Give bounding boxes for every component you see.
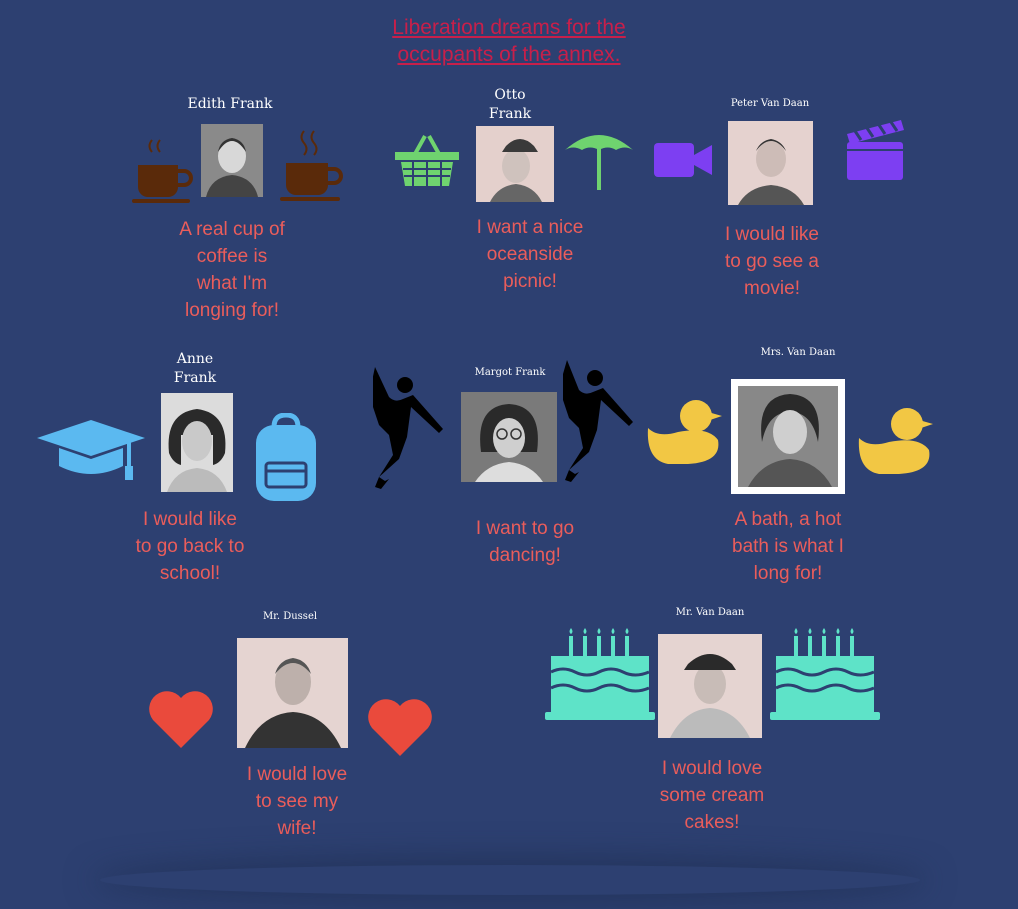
backpack-icon [254,413,318,501]
heart-icon [367,698,433,756]
mrs-van-daan-name: Mrs. Van Daan [760,347,836,358]
coffee-cup-icon [280,128,344,203]
mr-van-daan-name: Mr. Van Daan [675,607,745,618]
dussel-name: Mr. Dussel [262,611,318,622]
margot-caption: I want to go dancing! [475,518,575,566]
title-line-2: occupants of the annex. [397,43,621,66]
dancer-icon [563,358,637,484]
anne-name: Anne Frank [173,351,217,386]
mrs-van-daan-photo [731,379,845,494]
edith-name: Edith Frank [187,96,273,112]
edith-frank-photo [201,124,263,197]
beach-umbrella-icon [563,130,635,190]
anne-frank-photo [161,393,233,492]
birthday-cake-icon [545,628,655,720]
dancer-icon [373,363,447,490]
graduation-cap-icon [37,420,145,482]
peter-name: Peter Van Daan [730,98,810,109]
dussel-caption: I would love to see my wife! [246,764,348,839]
peter-caption: I would like to go see a movie! [724,224,820,299]
mrs-van-daan-caption: A bath, a hot bath is what I long for! [732,509,844,584]
rubber-duck-icon [646,398,722,464]
rubber-duck-icon [857,406,933,474]
title-line-1: Liberation dreams for the [392,16,626,39]
heart-icon [148,690,214,748]
mr-van-daan-photo [658,634,762,738]
page-title: Liberation dreams for the occupants of t… [0,14,1018,68]
margot-frank-photo [461,392,557,482]
peter-van-daan-photo [728,121,813,205]
mr-van-daan-caption: I would love some cream cakes! [659,758,765,833]
picnic-basket-icon [395,134,459,188]
otto-name: Otto Frank [488,87,532,122]
dussel-photo [237,638,348,748]
birthday-cake-icon [770,628,880,720]
edith-caption: A real cup of coffee is what I'm longing… [179,219,285,321]
otto-frank-photo [476,126,554,202]
coffee-cup-icon [130,135,194,205]
video-camera-icon [654,143,714,177]
margot-name: Margot Frank [474,367,546,378]
anne-caption: I would like to go back to school! [135,509,245,584]
clapperboard-icon [845,118,905,180]
bottom-shadow [100,865,920,895]
otto-caption: I want a nice oceanside picnic! [476,217,584,292]
